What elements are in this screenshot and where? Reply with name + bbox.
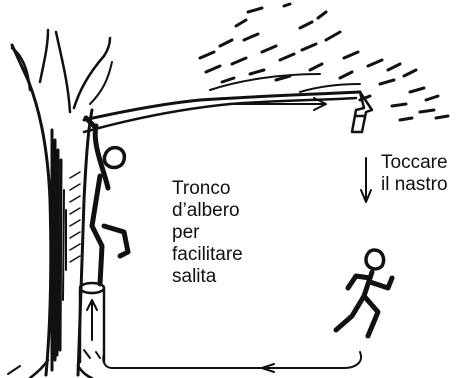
- label-line: salita: [172, 266, 217, 287]
- label-toccare: Toccare il nastro: [381, 152, 448, 196]
- label-line: facilitare: [172, 244, 243, 265]
- leaves: [198, 2, 450, 122]
- stump: [78, 281, 106, 364]
- label-line: il nastro: [381, 174, 448, 195]
- running-figure: [333, 248, 395, 339]
- label-tronco: Tronco d’albero per facilitare salita: [172, 178, 243, 288]
- climbing-figure: [83, 115, 131, 287]
- return-arrow: [102, 351, 362, 373]
- label-line: Tronco: [172, 178, 231, 199]
- ribbon: [350, 90, 374, 134]
- label-line: Toccare: [381, 152, 448, 173]
- label-line: per: [172, 222, 200, 243]
- branch-arrow: [229, 97, 327, 111]
- down-arrow: [360, 157, 372, 203]
- label-line: d’albero: [172, 200, 240, 221]
